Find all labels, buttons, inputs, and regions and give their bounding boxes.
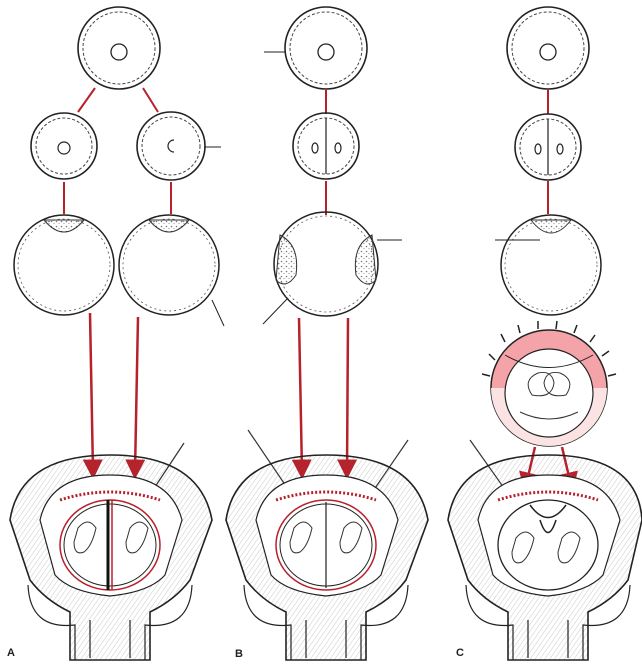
embryo-left-a (31, 113, 97, 179)
blastocyst-right-a (119, 215, 219, 315)
uterus-c (448, 455, 642, 660)
arrow-down (90, 313, 93, 472)
panel-a (10, 7, 224, 660)
uterus-a (10, 455, 212, 660)
arrow-down (135, 317, 138, 472)
panel-b (226, 7, 428, 660)
split-line-left (78, 88, 95, 112)
leader-line (263, 298, 288, 324)
arrow-down (347, 318, 348, 472)
uterus-b (226, 455, 428, 660)
panel-label-b: B (235, 648, 243, 660)
split-line-right (143, 88, 158, 112)
zygote-c (507, 7, 589, 89)
panel-label-c: C (456, 647, 464, 659)
blastocyst-b (274, 212, 378, 316)
panel-c (448, 7, 642, 660)
zygote-a (78, 7, 160, 89)
panel-label-a: A (7, 647, 15, 659)
blastocyst-c (501, 215, 601, 315)
amniotic-sac-c (482, 321, 616, 446)
two-cell-c (515, 114, 581, 180)
leader-line (212, 300, 224, 326)
arrow-down (299, 318, 302, 472)
zygote-b (285, 7, 367, 89)
two-cell-b (293, 113, 359, 179)
blastocyst-left-a (14, 215, 114, 315)
embryo-right-a (137, 112, 205, 180)
